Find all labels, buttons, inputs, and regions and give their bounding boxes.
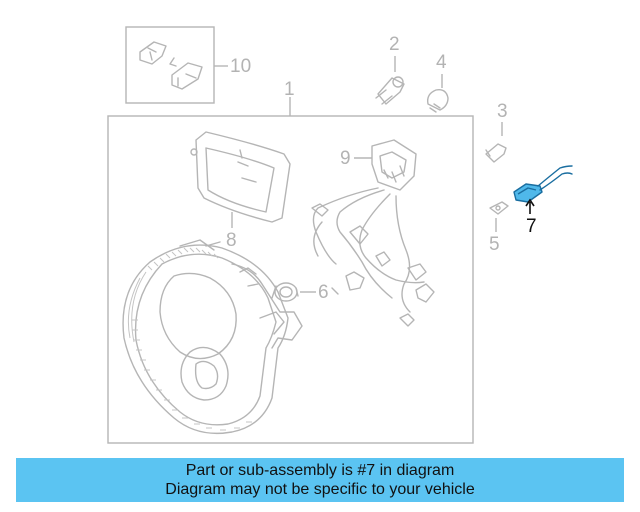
part-8-bezel: 8: [190, 131, 291, 251]
callout-9: 9: [340, 148, 351, 169]
part-10-inset: 10: [125, 26, 251, 104]
part-3-socket: 3: [485, 101, 508, 163]
info-line-disclaimer: Diagram may not be specific to your vehi…: [165, 481, 475, 498]
callout-7: 7: [526, 216, 537, 237]
part-4-bulb: 4: [426, 52, 449, 113]
callout-1: 1: [284, 79, 295, 100]
part-9-harness: 9: [311, 139, 435, 327]
part-2-bulb: 2: [375, 34, 405, 105]
info-line-part: Part or sub-assembly is #7 in diagram: [185, 462, 455, 479]
callout-6: 6: [318, 282, 329, 303]
callout-5: 5: [489, 234, 500, 255]
part-6-socket: 6: [271, 282, 329, 303]
callout-8: 8: [226, 230, 237, 251]
part-7-wire-harness: 7: [513, 165, 573, 237]
info-banner: Part or sub-assembly is #7 in diagram Di…: [16, 458, 624, 502]
callout-3: 3: [497, 101, 508, 122]
headlamp-housing: [122, 239, 303, 435]
callout-2: 2: [389, 34, 400, 55]
callout-4: 4: [436, 52, 447, 73]
headlamp-assembly-box: 1: [107, 79, 474, 444]
part-5-clip: 5: [489, 201, 509, 255]
callout-10: 10: [230, 56, 251, 77]
